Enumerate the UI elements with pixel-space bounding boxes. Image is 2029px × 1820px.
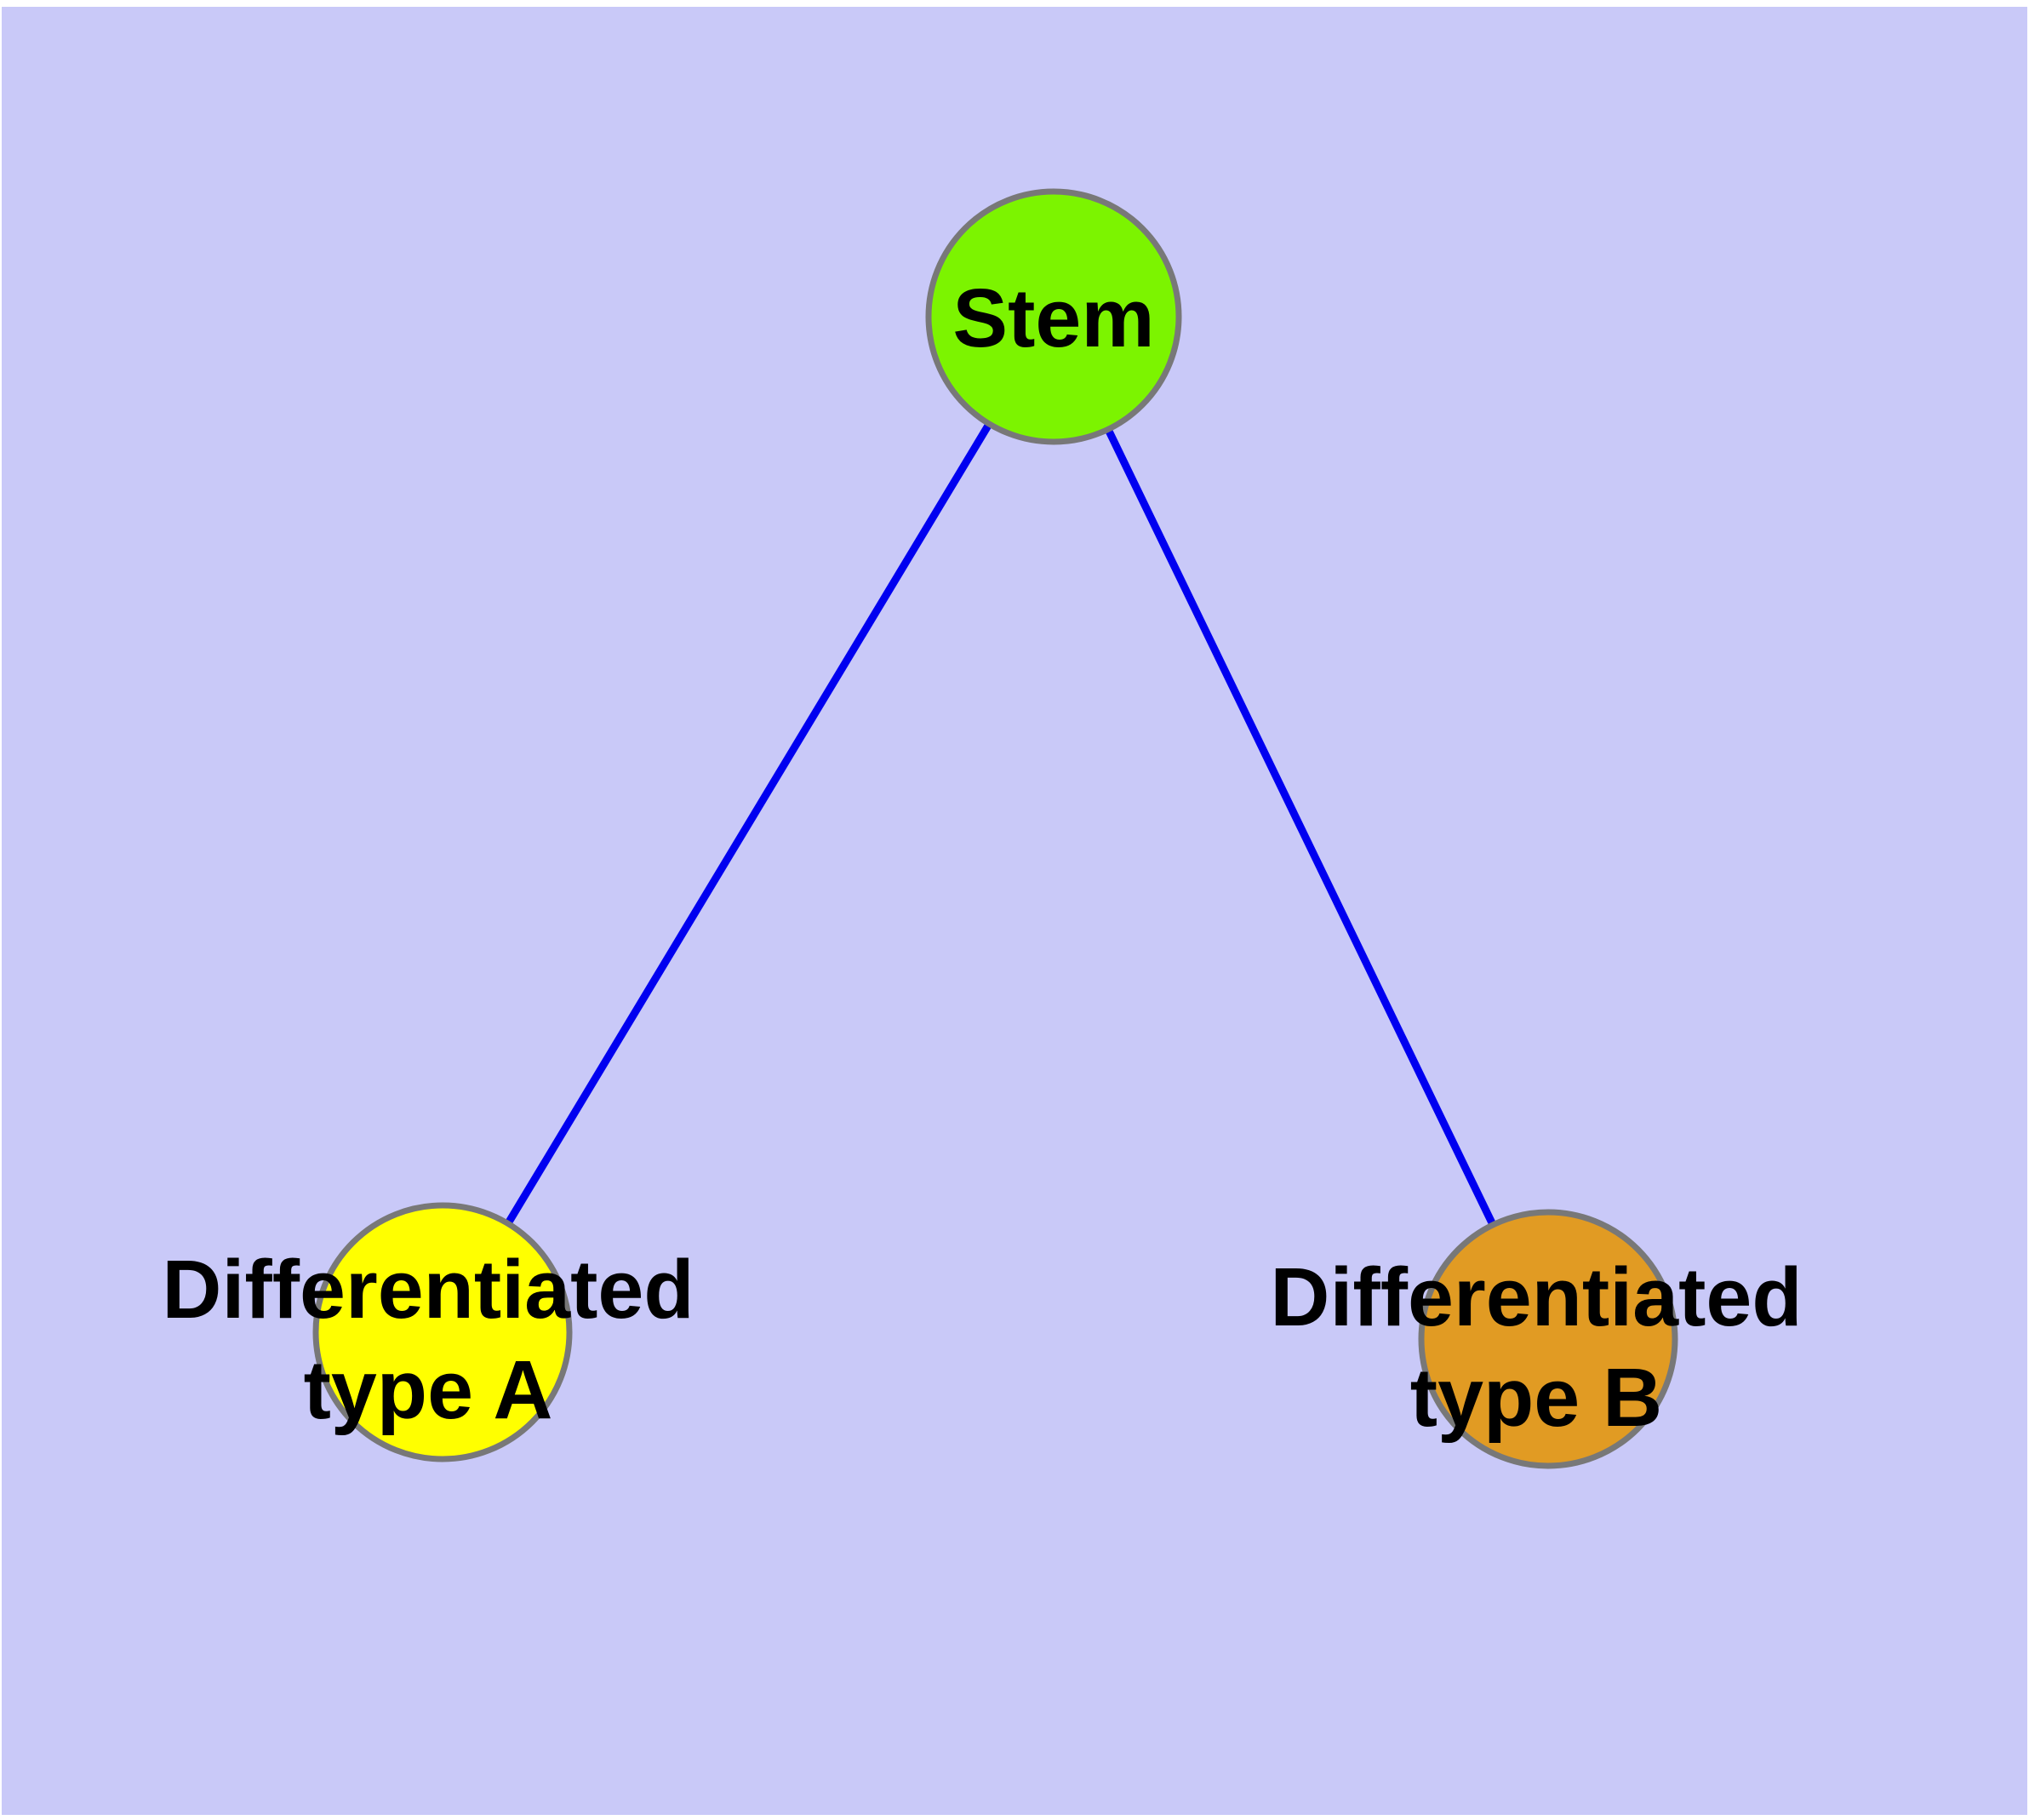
node-type-b-label-line1: Differentiated xyxy=(1270,1251,1802,1343)
edge-stem-to-type-b xyxy=(1049,315,1552,1341)
node-type-b-label-line2: type B xyxy=(1410,1351,1662,1444)
node-type-a: Differentiated type A xyxy=(162,1202,694,1462)
node-stem: Stem xyxy=(925,188,1182,445)
node-type-b-circle xyxy=(1418,1209,1678,1469)
node-type-a-circle xyxy=(312,1202,573,1462)
node-type-a-label-line2: type A xyxy=(304,1343,553,1436)
node-type-a-label-line1: Differentiated xyxy=(162,1243,694,1336)
node-type-b: Differentiated type B xyxy=(1270,1209,1803,1469)
edge-stem-to-type-a xyxy=(439,314,1057,1335)
node-stem-circle xyxy=(925,188,1182,445)
node-stem-label: Stem xyxy=(952,272,1154,364)
